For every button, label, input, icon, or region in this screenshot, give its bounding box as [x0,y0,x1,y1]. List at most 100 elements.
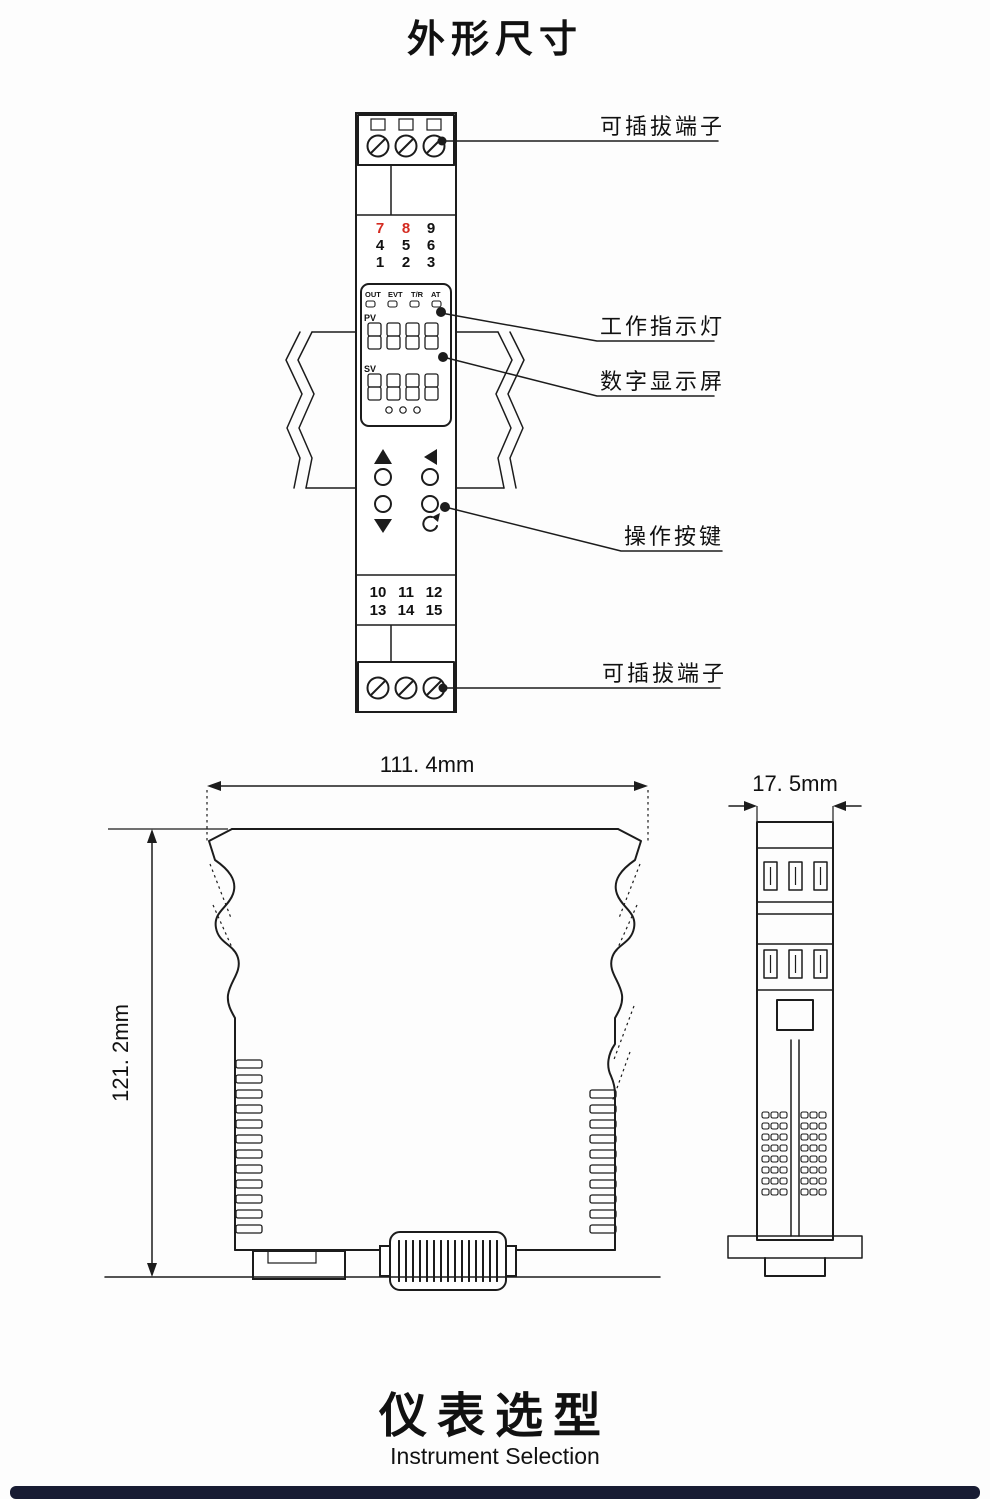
side-view [104,828,661,1291]
terminal-number: 5 [402,237,410,254]
callout-label: 可插拔端子 [600,114,725,139]
sv-label: SV [364,364,376,374]
status-label-tr: T/R [411,290,424,299]
side-view-left-profile [208,828,240,1251]
arrow-left-icon [833,801,846,811]
callout-anchor-dot [437,136,447,146]
terminal-screw [394,134,418,158]
enter-button [421,495,439,513]
display-dot-icon [399,406,407,414]
terminal-number: 14 [398,602,415,619]
sv-seven-segment-digits [367,373,439,401]
terminal-number: 3 [427,254,435,271]
vent-grid-left [761,1111,788,1196]
status-label-out: OUT [365,290,381,299]
callout-label: 可插拔端子 [602,661,727,686]
clip-hatch-left [209,863,235,953]
display-dot-icon [385,406,393,414]
terminal-number: 1 [376,254,384,271]
connector-hatch [398,1240,498,1282]
device-body [355,112,457,713]
din-rail [285,331,525,489]
pv-label: PV [364,313,376,323]
callout-plug-terminal-bottom: 可插拔端子 [446,661,727,689]
pv-seven-segment-digits [367,322,439,350]
callout-keys: 操作按键 [444,506,724,552]
device-front-view: 7 8 9 4 5 6 1 2 3 OUT EVT T/R AT PV SV [355,112,457,713]
vent-grid-right [800,1111,827,1196]
dim-depth: 17. 5mm [728,771,862,822]
arrow-left-icon [207,781,221,791]
connector-tab-left [379,1245,391,1277]
terminal-number: 15 [426,602,443,619]
status-label-at: AT [431,290,441,299]
connector-tab-right [505,1245,517,1277]
down-button [374,495,392,513]
front-narrow-view [727,821,863,1277]
mount-foot [252,1250,346,1280]
callout-indicator: 工作指示灯 [440,312,725,342]
terminal-number: 6 [427,237,435,254]
narrow-body [756,821,834,1241]
footer: 仪表选型 Instrument Selection [10,1390,980,1499]
footer-subtitle: Instrument Selection [390,1443,600,1469]
depth-dimension-label: 17. 5mm [752,771,838,796]
terminal-numbers-bottom: 10 11 12 13 14 15 [370,584,443,619]
vent-slats-left [235,1059,263,1234]
page-title: 外形尺寸 [407,19,583,61]
terminal-screw [366,676,390,700]
callout-plug-terminal-top: 可插拔端子 [445,114,725,142]
dim-height: 121. 2mm [108,828,228,1277]
rail-cross-section [727,1235,863,1259]
footer-title: 仪表选型 [378,1390,611,1443]
down-arrow-icon [374,519,392,533]
narrow-window [776,999,814,1031]
up-button [374,468,392,486]
status-label-evt: EVT [388,290,403,299]
status-indicator-squares [365,300,442,308]
terminal-number: 12 [426,584,443,601]
callout-label: 操作按键 [624,524,724,549]
terminal-number: 4 [376,237,385,254]
arrow-right-icon [634,781,648,791]
width-dimension-label: 111. 4mm [380,752,475,777]
loop-arrowhead-icon [432,513,440,522]
terminal-number: 13 [370,602,387,619]
terminal-number: 7 [376,220,384,237]
working-indicator-led [436,307,446,317]
terminal-screw [366,134,390,158]
terminal-numbers-top: 7 8 9 4 5 6 1 2 3 [376,220,435,271]
left-arrow-icon [424,449,437,465]
terminal-number: 9 [427,220,435,237]
loop-arrow-icon [422,515,438,532]
left-button [421,468,439,486]
terminal-number: 11 [398,584,414,601]
terminal-screw [394,676,418,700]
side-view-right-profile [607,828,642,1251]
arrow-down-icon [147,1263,157,1277]
height-dimension-label: 121. 2mm [108,1004,133,1102]
arrow-up-icon [147,829,157,843]
body-section-lines-lower [355,574,457,663]
callout-label: 工作指示灯 [600,314,725,339]
up-arrow-icon [374,449,392,464]
case-seam [790,1039,800,1237]
callout-display: 数字显示屏 [442,356,725,397]
keypad [374,449,450,533]
arrow-right-icon [744,801,757,811]
display-dot-icon [413,406,421,414]
narrow-bottom [764,1257,826,1277]
callout-label: 数字显示屏 [600,369,725,394]
display-bezel: OUT EVT T/R AT PV SV [360,283,452,427]
terminal-number: 10 [370,584,387,601]
mount-foot-detail [267,1250,317,1264]
terminal-number: 8 [402,220,410,237]
bottom-terminal-block [357,661,455,713]
body-section-lines [355,164,457,216]
callouts: 可插拔端子 工作指示灯 数字显示屏 操作按键 可插拔端子 [440,114,727,689]
dim-width: 111. 4mm [206,752,649,844]
terminal-number: 2 [402,254,410,271]
callout-anchor-dot [438,683,448,693]
